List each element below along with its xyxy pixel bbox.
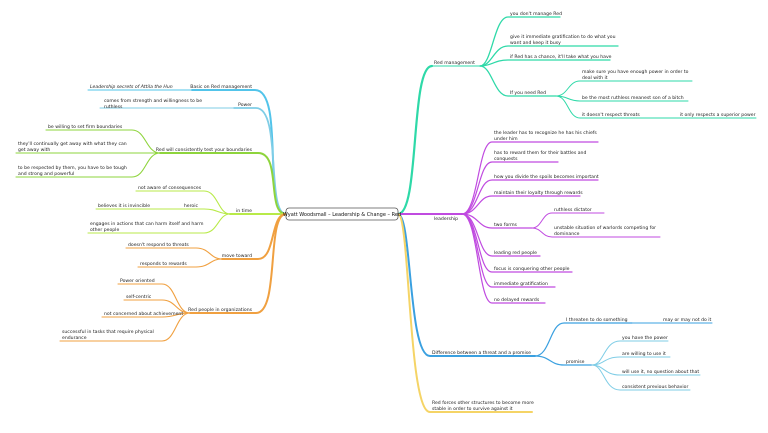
basic-label[interactable]: Basic on Red management bbox=[190, 84, 252, 90]
boundaries-item-1[interactable]: be willing to set firm boundaries bbox=[48, 124, 123, 130]
power-label[interactable]: Power bbox=[238, 102, 252, 108]
red-management-item-2-line-1: give it immediate gratification to do wh… bbox=[510, 34, 616, 40]
leadership-item-1[interactable]: the leader has to recognize he has his c… bbox=[494, 130, 597, 142]
boundaries-label[interactable]: Red will consistently test your boundari… bbox=[156, 147, 253, 153]
branch-power-lines bbox=[99, 107, 287, 215]
branch-red-people-lines bbox=[59, 213, 287, 342]
red-people-item-3[interactable]: not concerned about achievement bbox=[104, 311, 183, 317]
threat-promise-label[interactable]: Difference between a threat and a promis… bbox=[432, 350, 531, 356]
leadership-item-1-line-2: under him bbox=[494, 136, 518, 142]
threaten-child[interactable]: may or may not do it bbox=[663, 317, 712, 323]
threaten-label[interactable]: I threaten to do something bbox=[566, 317, 628, 323]
heroic-child[interactable]: believes it is invincible bbox=[98, 203, 150, 209]
if-you-need-item-2[interactable]: be the most ruthless meanest son of a bi… bbox=[582, 95, 684, 101]
leadership-item-2-line-2: conquests bbox=[494, 156, 518, 162]
leadership-item-3[interactable]: how you divide the spoils becomes import… bbox=[494, 174, 599, 180]
leadership-label[interactable]: leadership bbox=[434, 216, 458, 222]
node-red-management[interactable]: Red management bbox=[434, 60, 475, 66]
boundaries-item-2-line-2: get away with bbox=[18, 147, 50, 153]
promise-label[interactable]: promise bbox=[566, 359, 585, 365]
boundaries-item-3-line-1: to be respected by them, you have to be … bbox=[18, 165, 127, 171]
basic-child[interactable]: Leadership secrets of Attila the Hun bbox=[90, 84, 173, 90]
branch-red-management-lines bbox=[396, 16, 757, 216]
power-child-line-2: ruthless bbox=[104, 104, 123, 110]
two-forms-item-2-line-1: unstable situation of warlords competing… bbox=[554, 225, 656, 231]
if-you-need-item-1-line-1: make sure you have enough power in order… bbox=[582, 69, 689, 75]
red-management-item-2-line-2: want and keep it busy bbox=[510, 40, 561, 46]
in-time-item-2[interactable]: engages in actions that can harm itself … bbox=[90, 221, 204, 233]
red-people-label[interactable]: Red people in organizations bbox=[188, 307, 252, 313]
if-you-need-item-1-line-2: deal with it bbox=[582, 75, 608, 81]
red-management-item-3[interactable]: if Red has a chance, it'll take what you… bbox=[510, 54, 612, 60]
branch-red-forces-line bbox=[397, 213, 533, 413]
power-child[interactable]: comes from strength and willingness to b… bbox=[104, 98, 202, 110]
promise-item-2[interactable]: are willing to use it bbox=[622, 351, 666, 357]
boundaries-item-2[interactable]: they'll continually get away with what t… bbox=[18, 141, 127, 153]
central-node-box bbox=[285, 207, 399, 221]
move-toward-item-2[interactable]: responds to rewards bbox=[140, 261, 187, 267]
move-toward-item-1[interactable]: doesn't respond to threats bbox=[128, 242, 189, 248]
red-people-item-4-line-1: successful in tasks that require physica… bbox=[62, 329, 154, 335]
power-child-line-1: comes from strength and willingness to b… bbox=[104, 98, 202, 104]
in-time-item-2-line-2: other people bbox=[90, 227, 119, 233]
branch-threat-promise-lines bbox=[397, 213, 713, 391]
branch-in-time-lines bbox=[87, 190, 287, 234]
in-time-label[interactable]: in time bbox=[236, 208, 252, 214]
promise-item-4[interactable]: consistent previous behavior bbox=[622, 384, 688, 390]
connectors bbox=[15, 16, 757, 413]
two-forms-item-2[interactable]: unstable situation of warlords competing… bbox=[554, 225, 656, 237]
promise-item-3[interactable]: will use it, no question about that bbox=[622, 369, 699, 375]
central-node[interactable]: Wyatt Woodsmall – Leadership & Change – … bbox=[283, 207, 401, 221]
if-you-need-item-1[interactable]: make sure you have enough power in order… bbox=[582, 69, 689, 81]
in-time-item-2-line-1: engages in actions that can harm itself … bbox=[90, 221, 204, 227]
leadership-item-6[interactable]: focus is conquering other people bbox=[494, 266, 570, 272]
leadership-item-1-line-1: the leader has to recognize he has his c… bbox=[494, 130, 597, 136]
boundaries-item-2-line-1: they'll continually get away with what t… bbox=[18, 141, 127, 147]
red-people-item-1[interactable]: Power oriented bbox=[120, 278, 155, 284]
red-forces-line-1: Red forces other structures to become mo… bbox=[432, 400, 534, 406]
two-forms-item-2-line-2: dominance bbox=[554, 231, 580, 237]
boundaries-item-3[interactable]: to be respected by them, you have to be … bbox=[18, 165, 127, 177]
in-time-item-1[interactable]: not aware of consequences bbox=[138, 185, 202, 191]
red-management-item-1[interactable]: you don't manage Red bbox=[510, 11, 562, 17]
promise-item-1[interactable]: you have the power bbox=[622, 335, 668, 341]
if-you-need-item-3[interactable]: it doesn't respect threats bbox=[582, 112, 640, 118]
red-management-item-2[interactable]: give it immediate gratification to do wh… bbox=[510, 34, 616, 46]
red-people-item-4[interactable]: successful in tasks that require physica… bbox=[62, 329, 154, 341]
central-topic: Wyatt Woodsmall – Leadership & Change – … bbox=[283, 212, 401, 218]
red-people-item-4-line-2: endurance bbox=[62, 335, 87, 341]
leadership-item-5[interactable]: leading red people bbox=[494, 250, 537, 256]
leadership-item-8[interactable]: no delayed rewards bbox=[494, 297, 540, 303]
if-you-need-red[interactable]: If you need Red bbox=[510, 90, 546, 96]
branch-leadership-lines bbox=[397, 141, 661, 304]
red-people-item-2[interactable]: self-centric bbox=[126, 294, 152, 300]
leadership-item-2-line-1: has to reward them for their battles and bbox=[494, 150, 586, 156]
red-management-label: Red management bbox=[434, 60, 475, 66]
red-forces-line-2: stable in order to survive against it bbox=[432, 406, 513, 412]
leadership-item-2[interactable]: has to reward them for their battles and… bbox=[494, 150, 586, 162]
branch-boundaries-lines bbox=[15, 129, 287, 215]
boundaries-item-3-line-2: and strong and powerful bbox=[18, 171, 74, 177]
leadership-item-4[interactable]: maintain their loyalty through rewards bbox=[494, 190, 583, 196]
move-toward-label[interactable]: move toward bbox=[222, 253, 252, 259]
leadership-item-7[interactable]: immediate gratification bbox=[494, 281, 548, 287]
heroic-label[interactable]: heroic bbox=[184, 203, 199, 209]
red-forces-label[interactable]: Red forces other structures to become mo… bbox=[432, 400, 534, 412]
two-forms-item-1[interactable]: ruthless dictator bbox=[554, 207, 592, 213]
two-forms[interactable]: two forms bbox=[494, 222, 518, 228]
threats-child[interactable]: it only respects a superior power bbox=[680, 112, 756, 118]
